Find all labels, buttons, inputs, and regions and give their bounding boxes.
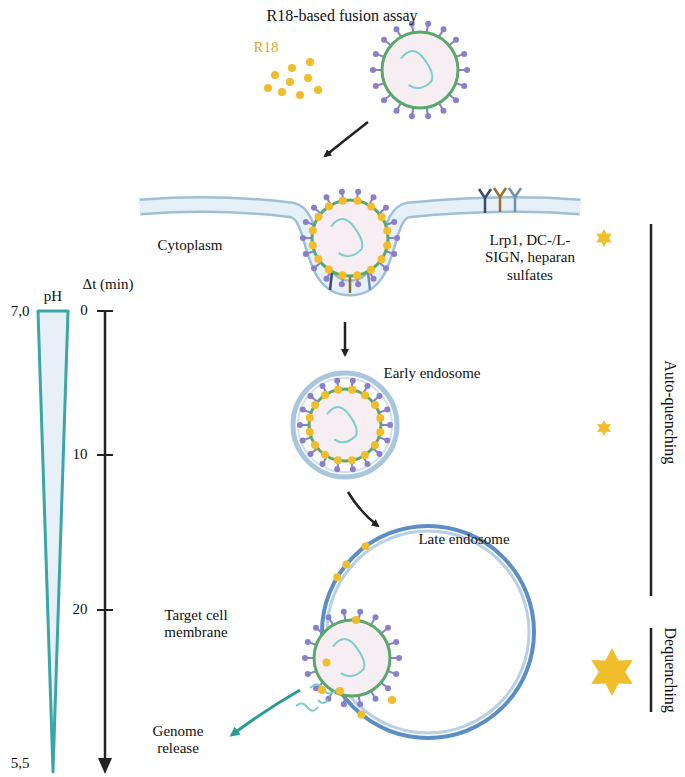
tick-label: 10: [73, 446, 88, 463]
fluorescence-star: [597, 420, 611, 436]
tick-label: 0: [80, 302, 88, 319]
region-label: Cytoplasm: [157, 237, 222, 254]
phase-label: Dequenching: [661, 627, 679, 712]
dye-label: R18: [253, 39, 278, 56]
tick-label: 7,0: [11, 303, 30, 320]
fluorescence-star: [591, 648, 633, 696]
receptor-label: Lrp1, DC-/L-SIGN, heparan sulfates: [473, 232, 587, 284]
figure-title: R18-based fusion assay: [266, 7, 417, 25]
axis-label: Δt (min): [80, 276, 136, 293]
compartment-label: Late endosome: [418, 531, 509, 548]
process-label: Genome release: [143, 723, 213, 758]
membrane-label: Target cell membrane: [148, 607, 244, 642]
fluorescence-star: [596, 229, 612, 247]
tick-label: 5,5: [11, 755, 30, 772]
compartment-label: Early endosome: [383, 365, 480, 382]
axis-label: pH: [44, 288, 62, 305]
virus-particle: [300, 189, 400, 288]
virus-particle: [297, 378, 393, 473]
virus-particle: [302, 609, 402, 708]
virus-particle: [370, 21, 470, 120]
phase-label: Auto-quenching: [661, 360, 679, 464]
tick-label: 20: [73, 601, 88, 618]
